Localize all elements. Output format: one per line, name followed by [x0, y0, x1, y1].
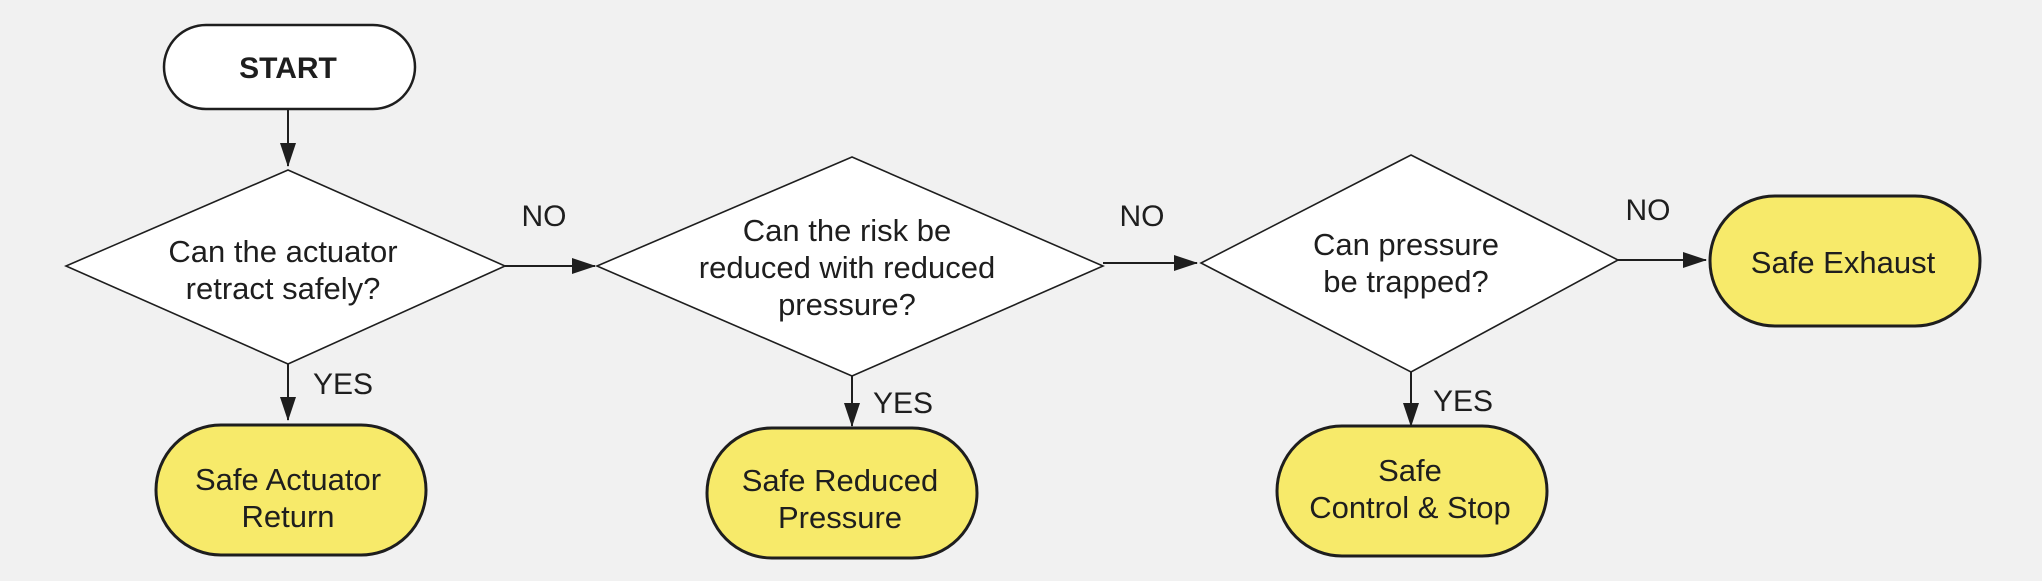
outcome-2-line-2: Pressure: [778, 500, 902, 535]
decision-2-line-2: reduced with reduced: [699, 250, 995, 285]
outcome-safe-reduced-pressure: [705, 426, 979, 560]
decision-3-line-1: Can pressure: [1313, 227, 1499, 262]
edge-label-no-3: NO: [1626, 194, 1671, 227]
outcome-safe-control-stop: [1275, 424, 1549, 558]
edge-label-yes-1: YES: [313, 368, 373, 401]
outcome-2-line-1: Safe Reduced: [742, 463, 938, 498]
edge-label-yes-3: YES: [1433, 385, 1493, 418]
outcome-3-line-1: Safe: [1378, 453, 1442, 488]
decision-2-line-1: Can the risk be: [743, 213, 952, 248]
decision-1-line-2: retract safely?: [186, 271, 381, 306]
decision-3-diamond: [1199, 154, 1620, 373]
decision-3-line-2: be trapped?: [1323, 264, 1488, 299]
edge-label-no-1: NO: [522, 200, 567, 233]
decision-1-diamond: [64, 169, 507, 365]
outcome-safe-actuator-return: [154, 423, 428, 557]
outcome-1-line-2: Return: [241, 499, 334, 534]
outcome-3-line-2: Control & Stop: [1309, 490, 1511, 525]
edge-label-no-2: NO: [1120, 200, 1165, 233]
outcome-safe-exhaust: [1708, 194, 1982, 328]
outcome-1-line-1: Safe Actuator: [195, 462, 381, 497]
decision-2-line-3: pressure?: [778, 287, 916, 322]
start-label: START: [239, 52, 337, 85]
decision-1-line-1: Can the actuator: [168, 234, 397, 269]
outcome-4-line-1: Safe Exhaust: [1751, 245, 1936, 280]
edge-label-yes-2: YES: [873, 387, 933, 420]
decision-2-diamond: [594, 156, 1106, 377]
start-terminal: [162, 23, 417, 111]
